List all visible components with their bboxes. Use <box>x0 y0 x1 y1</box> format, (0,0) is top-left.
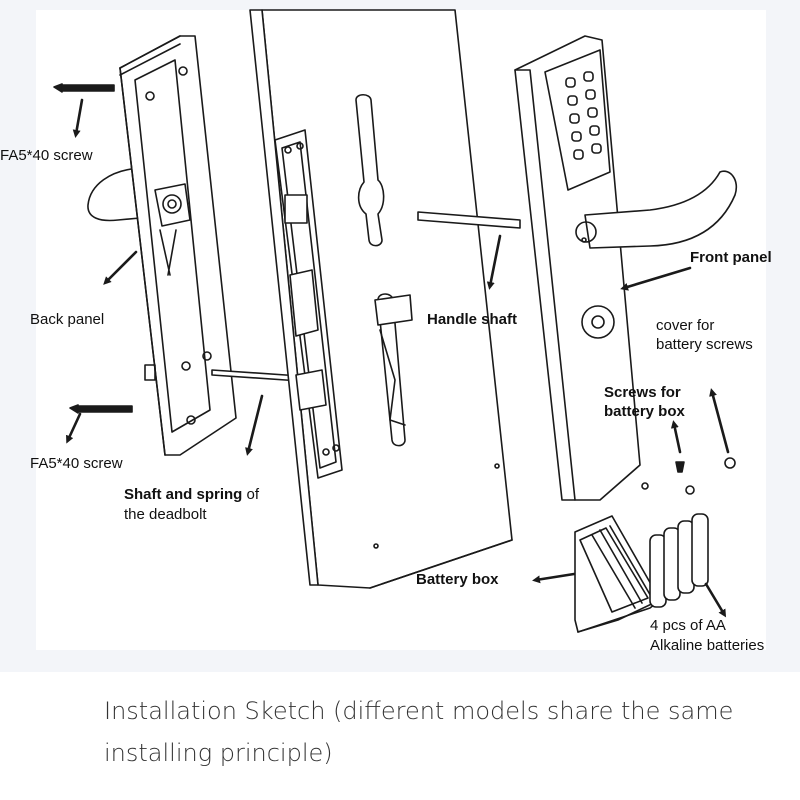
label-top-screw: FA5*40 screw <box>0 147 93 164</box>
back-panel-part <box>119 35 237 456</box>
label-batteries-line1: 4 pcs of AA <box>650 617 726 634</box>
arrow-battery-screws <box>670 420 682 454</box>
lock-exploded-sketch <box>36 9 766 650</box>
label-deadbolt-shaft-bold: Shaft and spring <box>124 486 243 503</box>
aa-batteries <box>649 513 709 608</box>
front-panel-part <box>514 35 738 501</box>
arrow-top-screw <box>72 98 84 138</box>
label-deadbolt-shaft-rest: of <box>242 486 260 503</box>
handle-shaft-part <box>417 211 521 229</box>
arrow-batteries <box>704 582 727 618</box>
label-battery-screws-line1: Screws for <box>604 384 681 401</box>
arrow-handle-shaft <box>486 234 502 290</box>
battery-screws <box>641 457 736 495</box>
arrow-cover <box>709 388 730 454</box>
installation-caption: Installation Sketch (different models sh… <box>104 697 734 767</box>
label-cover-line2: battery screws <box>656 336 753 353</box>
label-handle-shaft: Handle shaft <box>427 311 518 328</box>
label-bottom-screw: FA5*40 screw <box>30 455 123 472</box>
label-battery-screws-line2: battery box <box>604 403 685 420</box>
bottom-screw <box>69 404 133 414</box>
arrow-battery-box <box>532 572 576 584</box>
label-battery-box: Battery box <box>416 571 499 588</box>
battery-box-part <box>574 515 661 633</box>
arrow-deadbolt-shaft <box>245 394 264 456</box>
label-batteries-line2: Alkaline batteries <box>650 637 765 654</box>
arrow-back-panel <box>103 250 138 285</box>
arrow-bottom-screw <box>66 412 82 444</box>
top-screw <box>53 83 115 93</box>
label-front-panel: Front panel <box>690 249 772 266</box>
label-deadbolt-shaft-line2: the deadbolt <box>124 506 207 523</box>
diagram-canvas: FA5*40 screw Back panel FA5*40 screw Sha… <box>0 0 800 672</box>
label-back-panel: Back panel <box>30 311 105 328</box>
label-cover-line1: cover for <box>656 317 715 334</box>
callout-arrows <box>66 98 730 618</box>
mortise-body <box>274 129 413 479</box>
arrow-front-panel <box>620 266 692 291</box>
back-handle <box>87 167 141 222</box>
label-deadbolt-shaft: Shaft and spring of <box>124 485 259 504</box>
